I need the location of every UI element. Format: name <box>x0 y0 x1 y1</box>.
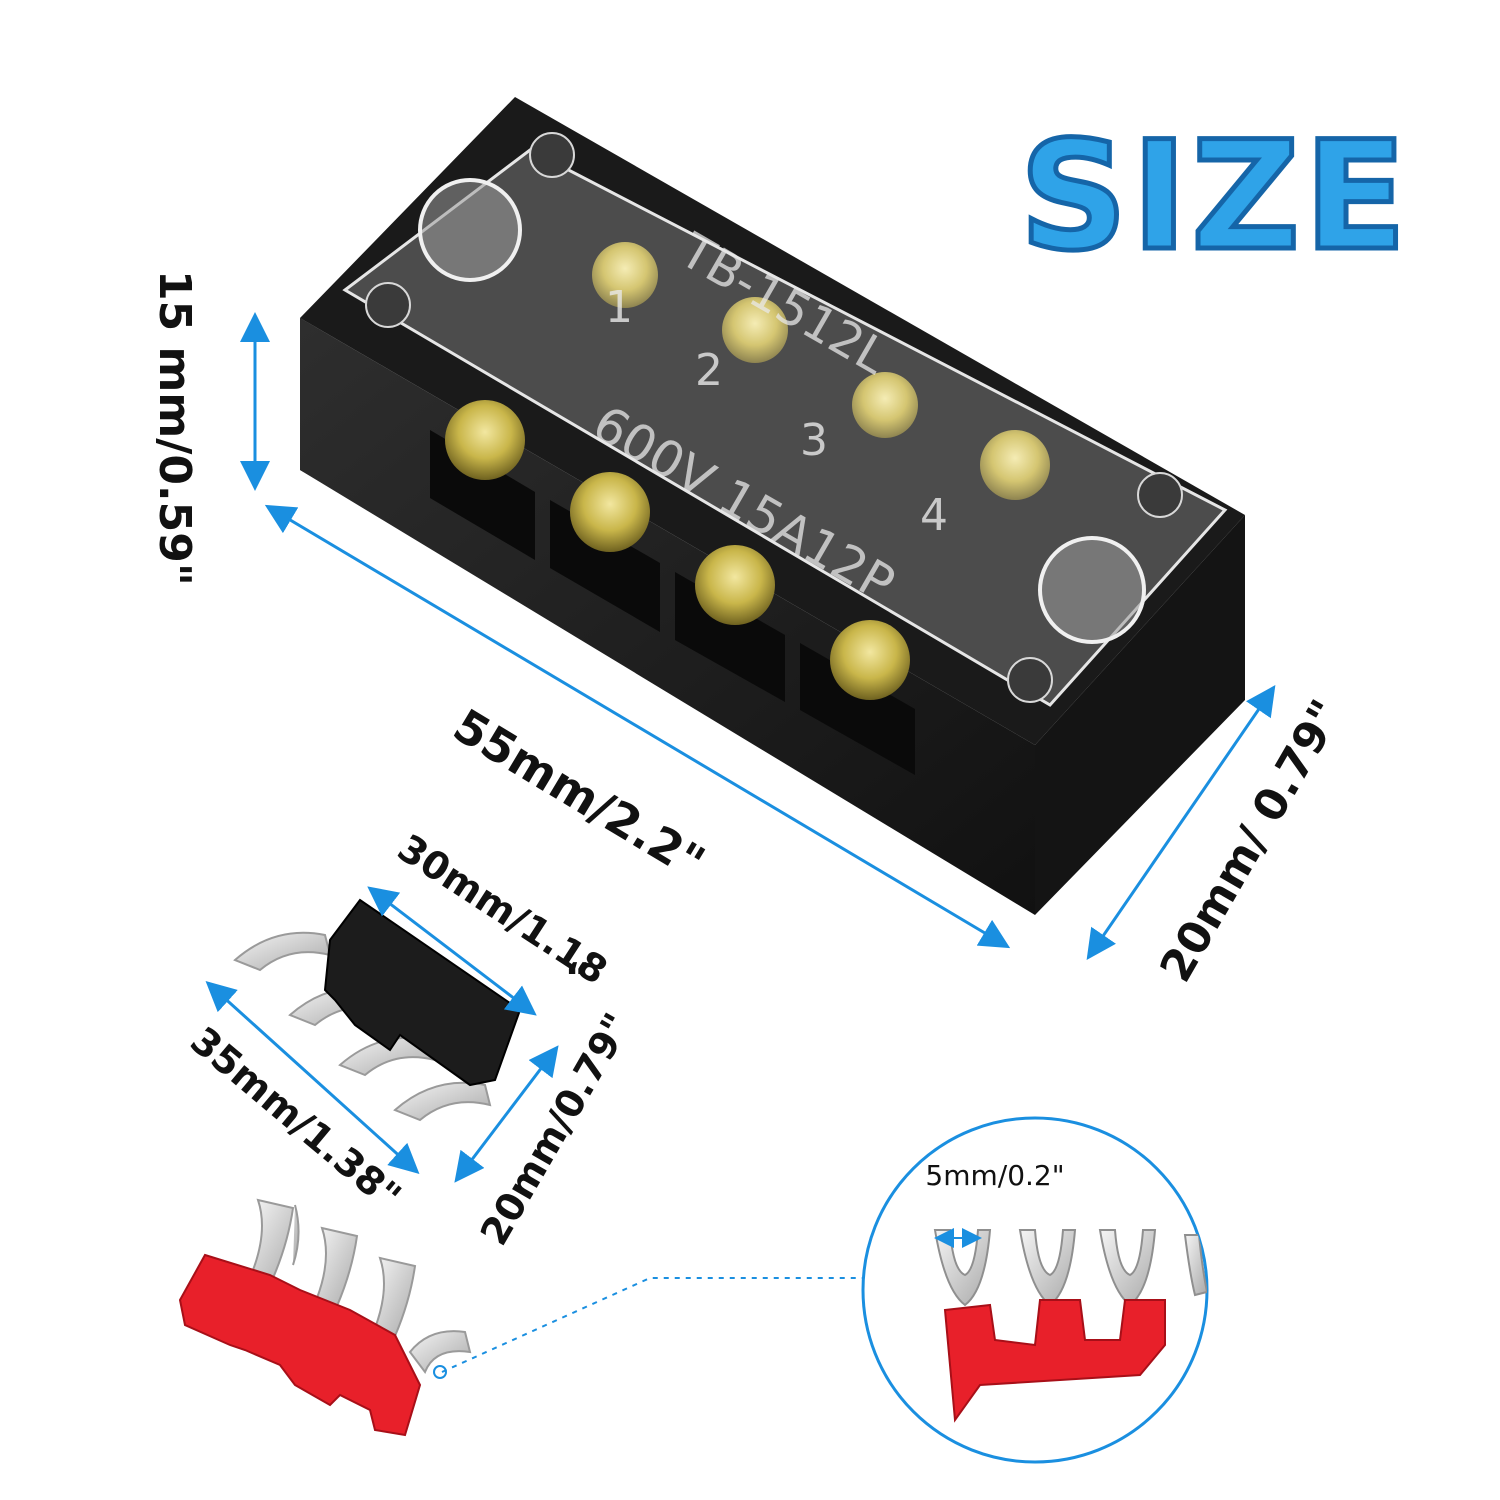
height-label: 15 mm/0.59" <box>149 270 200 586</box>
screw <box>852 372 918 438</box>
fork-prong <box>315 1226 359 1308</box>
zoom-fork <box>1018 1229 1077 1307</box>
screw <box>722 297 788 363</box>
fork-tip <box>433 1365 447 1379</box>
terminal-number-2: 2 <box>695 345 723 396</box>
fork-prong <box>393 1081 492 1122</box>
mounting-hole <box>1137 472 1183 518</box>
fork-prong <box>251 1198 300 1280</box>
zoom-fork <box>1183 1234 1207 1297</box>
mounting-hole <box>365 282 411 328</box>
terminal-number-4: 4 <box>920 490 948 541</box>
screw <box>980 430 1050 500</box>
mounting-hole <box>418 178 522 282</box>
zoom-inset: 5mm/0.2" <box>861 1116 1209 1464</box>
screw <box>445 400 525 480</box>
terminal-number-3: 3 <box>800 415 828 466</box>
fork-prong <box>373 1256 417 1338</box>
screw <box>830 620 910 700</box>
depth-arrow <box>1086 685 1276 960</box>
mounting-hole <box>529 132 575 178</box>
length-arrow <box>264 504 1011 949</box>
zoom-fork <box>1098 1229 1157 1307</box>
mounting-hole <box>1038 536 1146 644</box>
screw <box>570 472 650 552</box>
fork-gap-label: 5mm/0.2" <box>925 1159 1064 1192</box>
terminal-number-1: 1 <box>605 282 633 333</box>
zoom-fork <box>933 1229 992 1307</box>
red-jumper-sleeve <box>178 1253 422 1437</box>
fork-prong <box>408 1330 472 1375</box>
zoom-connector <box>441 1277 862 1373</box>
jumper-length-arrow <box>367 886 537 1016</box>
jumper-span-arrow <box>205 980 420 1175</box>
fork-prong <box>233 931 332 972</box>
red-jumper <box>178 1198 472 1437</box>
mounting-hole <box>1007 657 1053 703</box>
size-title: SIZE <box>1019 110 1410 284</box>
jumper-depth-arrow <box>454 1045 559 1183</box>
screw <box>695 545 775 625</box>
zoom-red-sleeve <box>943 1299 1166 1423</box>
red-jumper-forks <box>251 1198 472 1379</box>
screw <box>592 242 658 308</box>
length-label: 55mm/2.2" <box>444 698 714 890</box>
jumper-length-mark: “ <box>565 955 590 999</box>
